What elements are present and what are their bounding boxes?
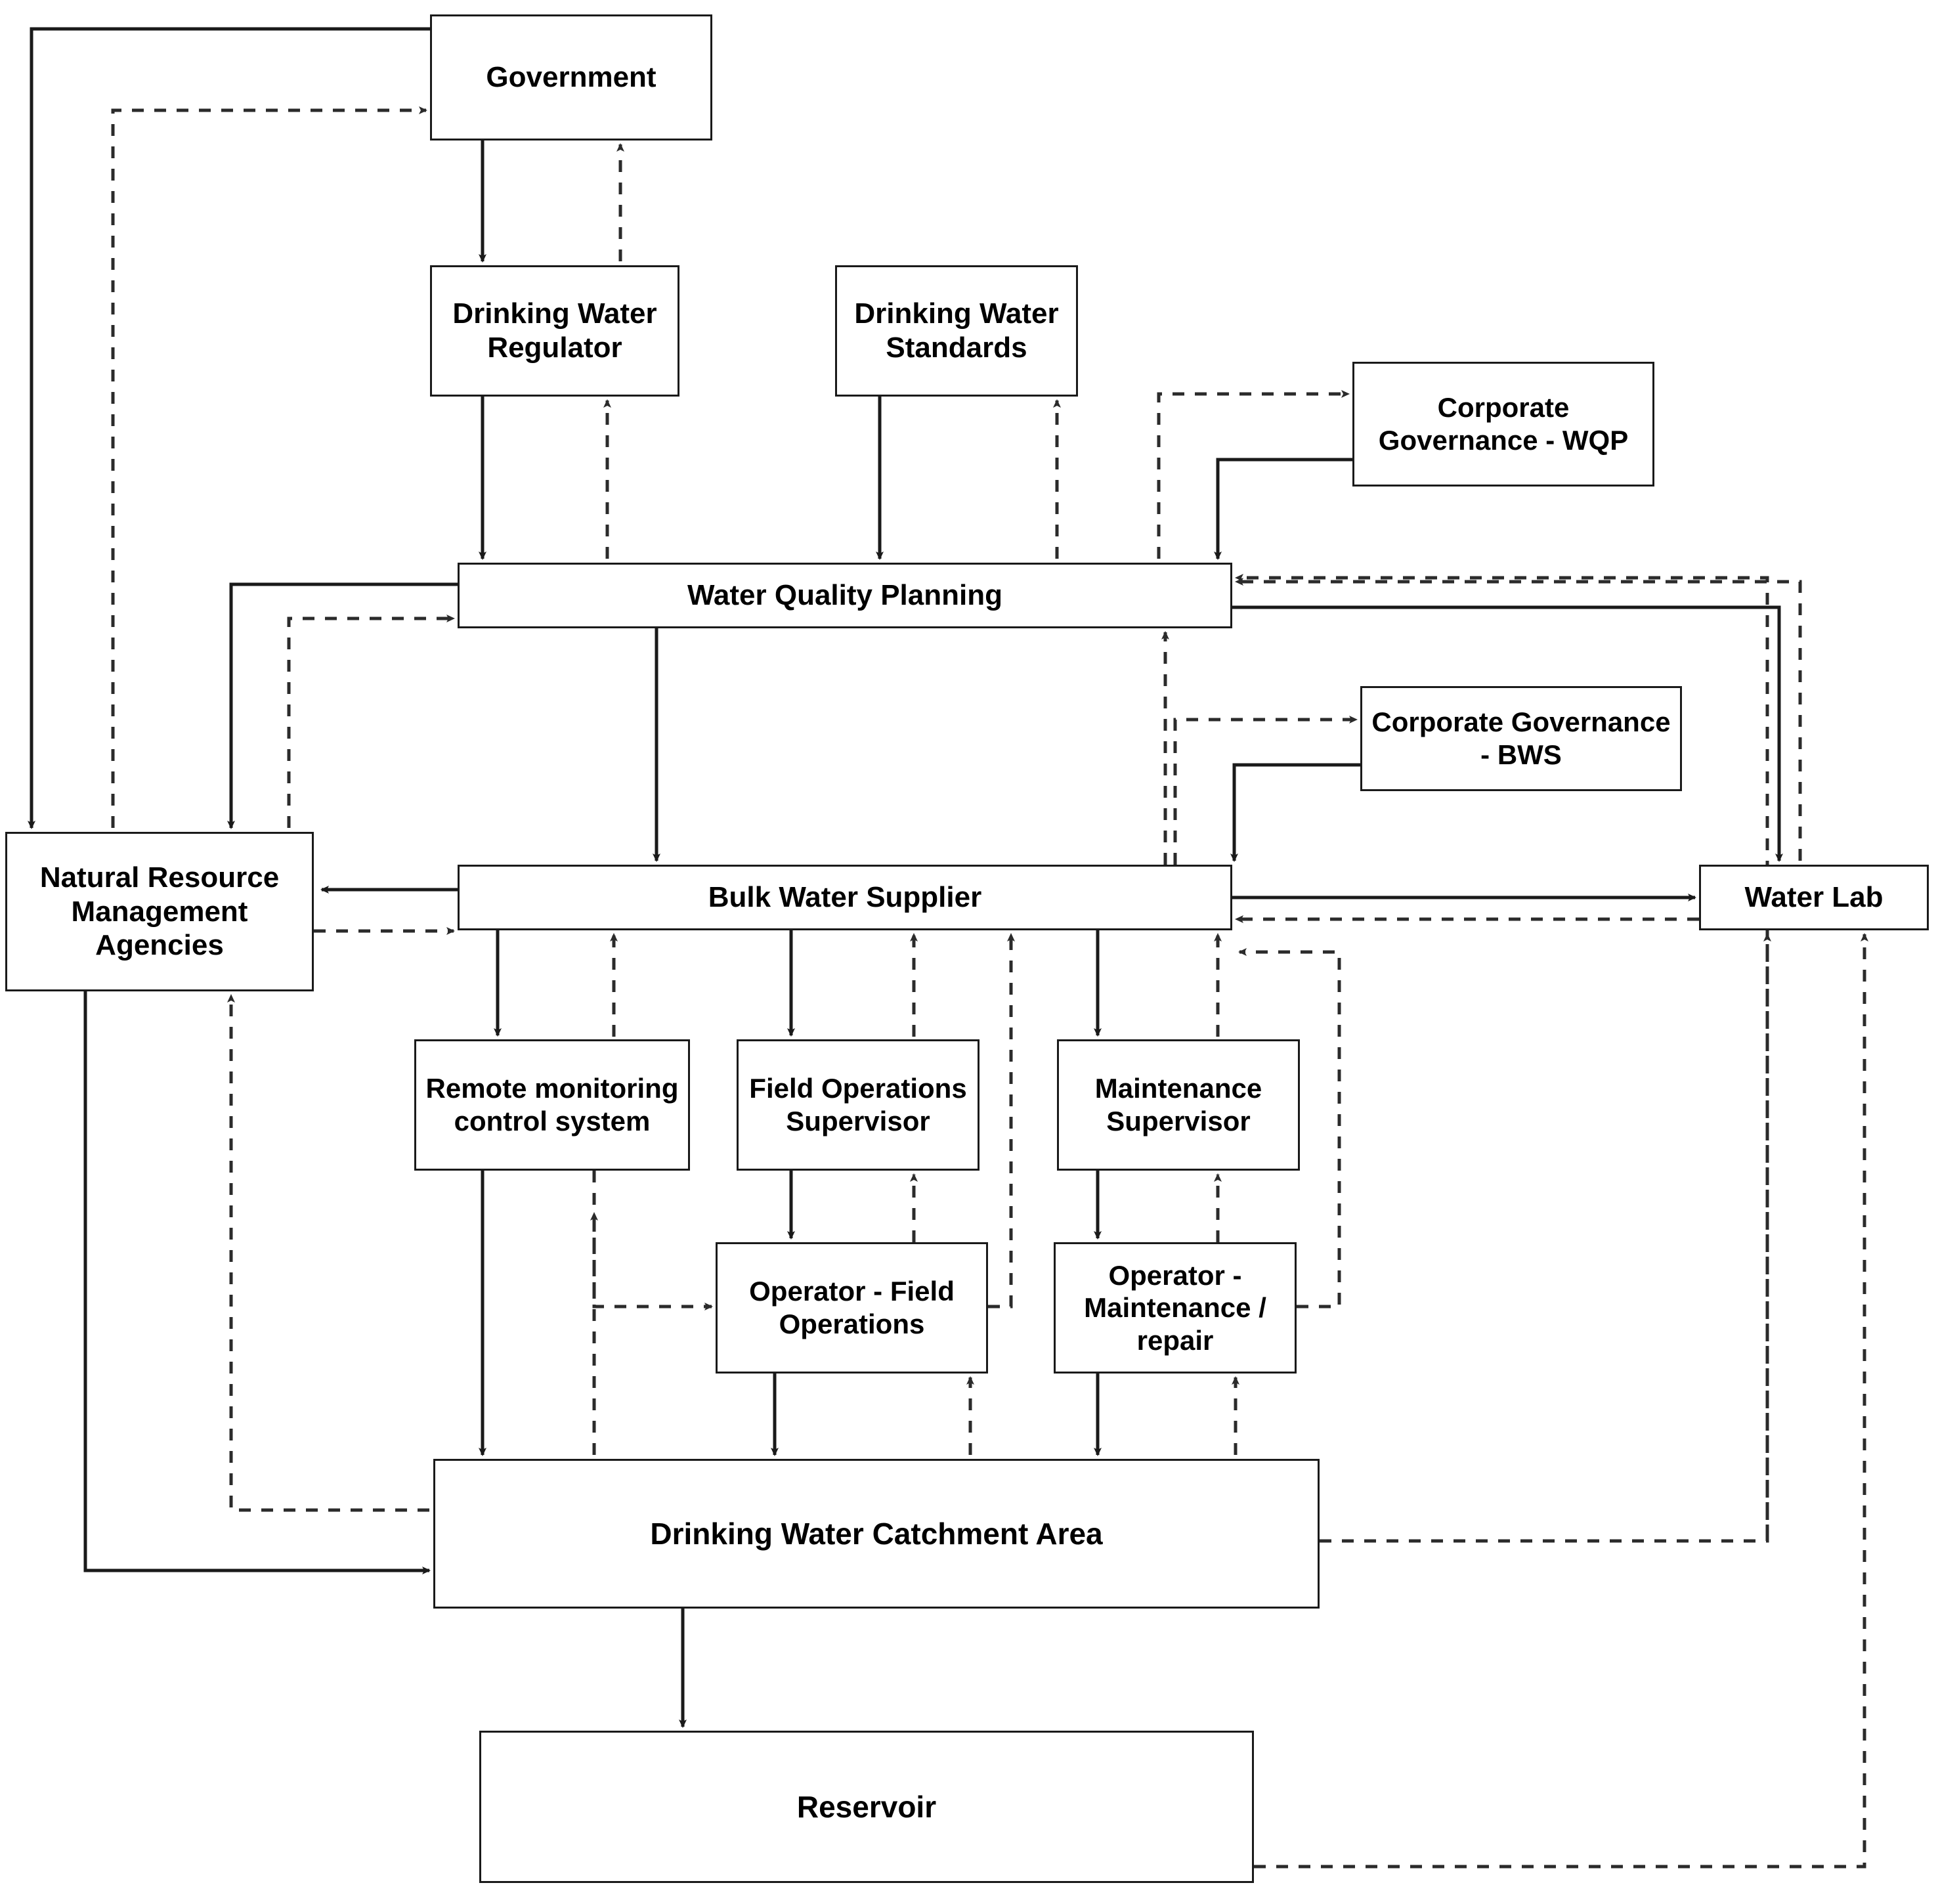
node-corporate-governance-bws[interactable]: Corporate Governance - BWS [1360, 686, 1682, 791]
node-water-quality-planning[interactable]: Water Quality Planning [458, 563, 1232, 628]
node-label: Corporate Governance - BWS [1371, 706, 1671, 770]
node-label: Field Operations Supervisor [749, 1073, 967, 1136]
node-drinking-water-regulator[interactable]: Drinking Water Regulator [430, 265, 679, 397]
edge-opmaint-to-bws [1238, 948, 1341, 1309]
edge-cgbws-to-bws [1230, 763, 1360, 862]
edge-remote-to-opfield [592, 1171, 713, 1310]
node-label: Drinking Water Catchment Area [650, 1516, 1103, 1551]
node-drinking-water-catchment-area[interactable]: Drinking Water Catchment Area [433, 1459, 1320, 1609]
edge-bws-to-cgbws [1173, 716, 1358, 865]
node-label: Natural Resource Management Agencies [39, 861, 280, 962]
node-label: Corporate Governance - WQP [1378, 392, 1629, 456]
node-water-lab[interactable]: Water Lab [1699, 865, 1929, 930]
node-label: Operator - Maintenance / repair [1084, 1259, 1266, 1356]
node-drinking-water-standards[interactable]: Drinking Water Standards [835, 265, 1078, 397]
edge-wqp-to-waterlab [1232, 605, 1783, 862]
node-label: Drinking Water Regulator [452, 297, 657, 364]
node-label: Remote monitoring control system [425, 1073, 679, 1136]
node-maintenance-supervisor[interactable]: Maintenance Supervisor [1057, 1039, 1300, 1171]
edge-reservoir-to-waterlab [1254, 933, 1868, 1869]
edge-nrm-to-government [111, 106, 427, 828]
node-label: Government [486, 61, 657, 94]
node-label: Bulk Water Supplier [708, 881, 982, 914]
node-reservoir[interactable]: Reservoir [479, 1731, 1254, 1883]
node-label: Maintenance Supervisor [1094, 1073, 1262, 1136]
edge-government-to-nrm [28, 27, 430, 829]
node-natural-resource-management-agencies[interactable]: Natural Resource Management Agencies [5, 832, 314, 991]
node-remote-monitoring-control-system[interactable]: Remote monitoring control system [414, 1039, 690, 1171]
node-field-operations-supervisor[interactable]: Field Operations Supervisor [737, 1039, 980, 1171]
node-label: Water Quality Planning [687, 579, 1002, 612]
node-label: Drinking Water Standards [854, 297, 1059, 364]
edge-wqp-to-cgwqp [1157, 390, 1350, 559]
node-label: Operator - Field Operations [749, 1276, 955, 1339]
edge-opfield-to-bws [988, 933, 1015, 1309]
edge-cgwqp-to-wqp [1214, 458, 1352, 560]
node-corporate-governance-wqp[interactable]: Corporate Governance - WQP [1352, 362, 1654, 487]
node-bulk-water-supplier[interactable]: Bulk Water Supplier [458, 865, 1232, 930]
edge-catchment-to-nrm [227, 994, 429, 1512]
solid-edges [28, 27, 1783, 1728]
edge-nrm-to-wqp [287, 615, 455, 828]
edge-waterlab-to-wqp [1235, 578, 1802, 861]
node-operator-field-operations[interactable]: Operator - Field Operations [716, 1242, 988, 1374]
edge-wqp-to-nrm [227, 582, 458, 829]
edge-catchment-to-wqp [1235, 574, 1769, 1543]
edge-nrm-to-catchment [83, 991, 431, 1574]
node-operator-maintenance-repair[interactable]: Operator - Maintenance / repair [1054, 1242, 1297, 1374]
node-label: Reservoir [796, 1789, 937, 1824]
node-label: Water Lab [1744, 881, 1884, 914]
node-government[interactable]: Government [430, 14, 712, 141]
